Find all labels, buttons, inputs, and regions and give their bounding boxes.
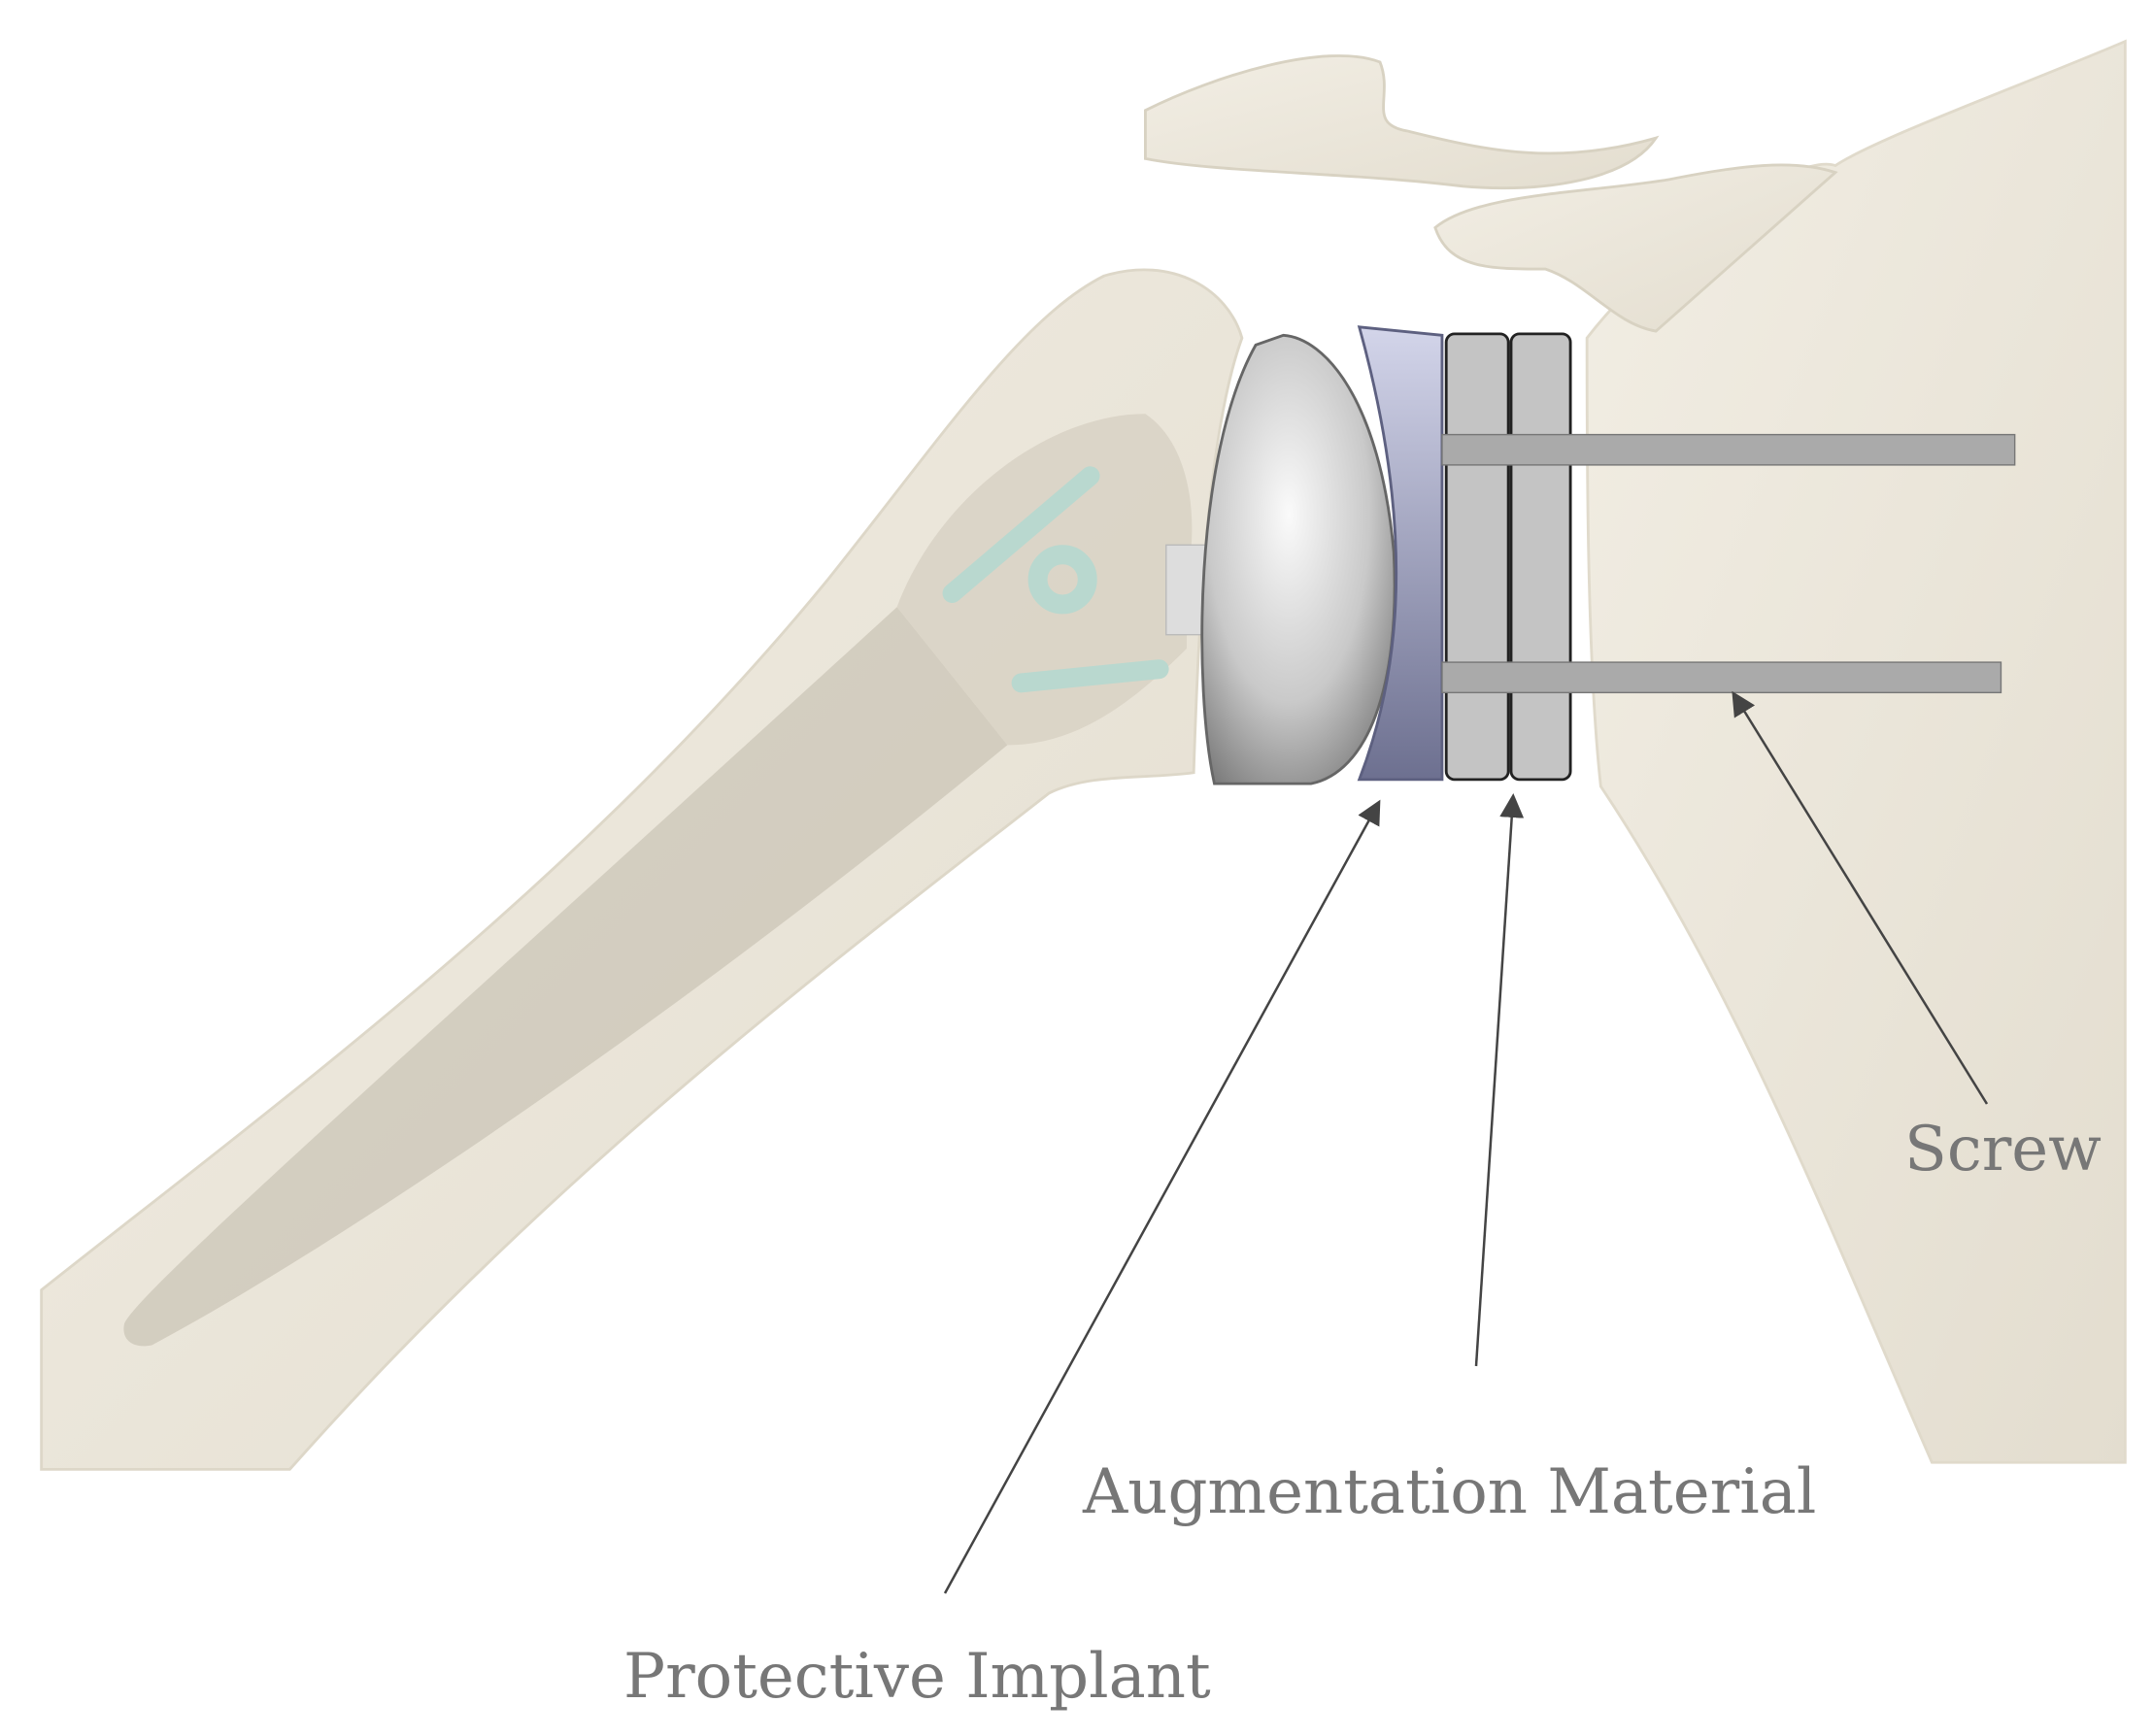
acromion: [1144, 54, 1660, 189]
humeral-stem: [123, 607, 1008, 1347]
glenosphere: [1200, 333, 1396, 785]
protective-implant: [1357, 325, 1444, 782]
label-protective-implant: Protective Implant: [623, 1641, 1211, 1713]
label-augmentation-material: Augmentation Material: [1083, 1456, 1817, 1528]
arrow-protective-implant: [943, 799, 1381, 1594]
screw-upper: [1441, 433, 2016, 466]
coracoid: [1433, 163, 1838, 333]
augmentation-block-2: [1509, 332, 1572, 782]
arrow-augmentation-material: [1474, 793, 1525, 1367]
fixation-plate: [942, 466, 1169, 693]
screw-lower: [1441, 661, 2002, 694]
screws: [1441, 433, 2016, 694]
label-screw: Screw: [1904, 1114, 2102, 1185]
arrow-screw: [1732, 690, 1989, 1105]
augmentation-block-1: [1444, 332, 1510, 782]
